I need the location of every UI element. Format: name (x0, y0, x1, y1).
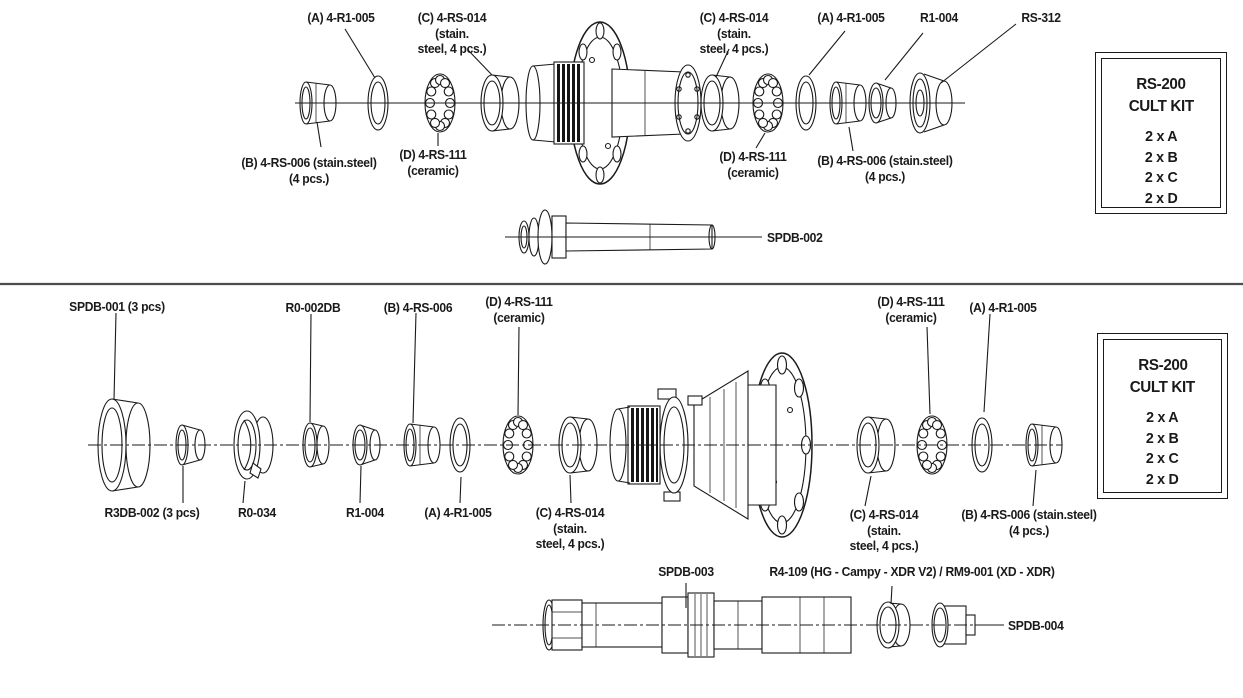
front-label-b-left: (B) 4-RS-006 (stain.steel) (4 pcs.) (241, 155, 377, 186)
kit-title: RS-200 (1136, 76, 1186, 93)
kit-items: 2 x A 2 x B 2 x C 2 x D (1144, 127, 1178, 209)
kit-item-b: 2 x B (1146, 429, 1179, 447)
cult-kit-box-rear: RS-200 CULT KIT 2 x A 2 x B 2 x C 2 x D (1097, 333, 1228, 499)
kit-item-a: 2 x A (1146, 409, 1179, 426)
rear-label-spdb-003: SPDB-003 (658, 564, 714, 579)
rear-label-b-right: (B) 4-RS-006 (stain.steel) (4 pcs.) (961, 507, 1097, 538)
rear-label-c-right: (C) 4-RS-014 (stain. steel, 4 pcs.) (849, 507, 919, 553)
rear-label-r0-034: R0-034 (238, 505, 276, 520)
cult-kit-box-front: RS-200 CULT KIT 2 x A 2 x B 2 x C 2 x D (1095, 52, 1227, 214)
front-label-c-right: (C) 4-RS-014 (stain. steel, 4 pcs.) (699, 10, 769, 56)
rear-label-r0-002db: R0-002DB (285, 300, 341, 315)
rear-label-spdb-001: SPDB-001 (3 pcs) (69, 299, 165, 314)
front-label-a-right: (A) 4-R1-005 (817, 10, 885, 25)
kit-item-c: 2 x C (1144, 169, 1178, 186)
kit-items: 2 x A 2 x B 2 x C 2 x D (1145, 408, 1179, 490)
rear-label-r4-109-rm9-001: R4-109 (HG - Campy - XDR V2) / RM9-001 (… (769, 564, 1055, 579)
rear-label-c-left: (C) 4-RS-014 (stain. steel, 4 pcs.) (535, 505, 605, 551)
rear-label-b-left: (B) 4-RS-006 (383, 300, 453, 315)
front-label-c-left: (C) 4-RS-014 (stain. steel, 4 pcs.) (417, 10, 487, 56)
rear-label-d-left: (D) 4-RS-111 (ceramic) (485, 294, 553, 325)
rear-label-d-right: (D) 4-RS-111 (ceramic) (877, 294, 945, 325)
rear-axle-drawing (542, 592, 976, 658)
rear-label-a-left: (A) 4-R1-005 (424, 505, 492, 520)
kit-item-a: 2 x A (1144, 128, 1178, 145)
kit-item-d: 2 x D (1146, 470, 1179, 488)
kit-item-c: 2 x C (1146, 450, 1179, 467)
front-label-a-left: (A) 4-R1-005 (307, 10, 375, 25)
rear-label-a-right: (A) 4-R1-005 (969, 300, 1037, 315)
front-label-d-left: (D) 4-RS-111 (ceramic) (399, 147, 467, 178)
kit-item-b: 2 x B (1144, 148, 1178, 166)
rear-label-spdb-004: SPDB-004 (1008, 618, 1064, 633)
rear-label-r3db-002: R3DB-002 (3 pcs) (104, 505, 200, 520)
front-label-r1-004: R1-004 (920, 10, 958, 25)
cult-kit-box-rear-inner: RS-200 CULT KIT 2 x A 2 x B 2 x C 2 x D (1103, 339, 1222, 493)
leader-lines (113, 23, 1037, 626)
kit-subtitle: CULT KIT (1129, 379, 1196, 396)
kit-title: RS-200 (1137, 357, 1188, 374)
front-label-d-right: (D) 4-RS-111 (ceramic) (719, 149, 787, 180)
front-label-b-right: (B) 4-RS-006 (stain.steel) (4 pcs.) (817, 153, 953, 184)
rear-label-r1-004: R1-004 (346, 505, 384, 520)
kit-item-d: 2 x D (1144, 189, 1178, 207)
cult-kit-box-front-inner: RS-200 CULT KIT 2 x A 2 x B 2 x C 2 x D (1101, 58, 1221, 208)
kit-subtitle: CULT KIT (1128, 98, 1194, 115)
front-label-spdb-002: SPDB-002 (767, 230, 823, 245)
front-label-rs-312: RS-312 (1021, 10, 1061, 25)
